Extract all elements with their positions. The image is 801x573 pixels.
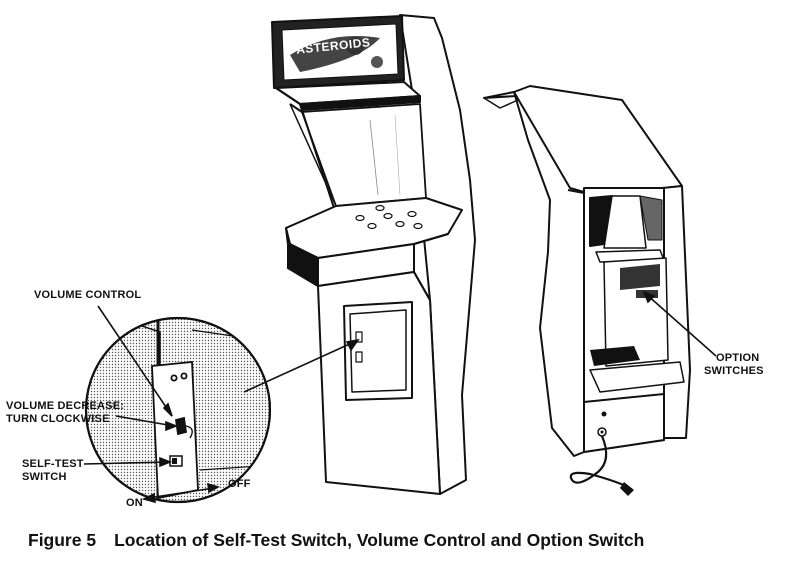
self-test-leader xyxy=(83,461,169,465)
option-switches-leader xyxy=(645,293,717,357)
volume-knob xyxy=(174,416,188,436)
volume-control-label: VOLUME CONTROL xyxy=(34,289,142,301)
volume-decrease-leader xyxy=(115,415,175,427)
volume-decrease-line1: VOLUME DECREASE: xyxy=(6,400,125,412)
self-test-line2: SWITCH xyxy=(22,471,67,483)
front-cabinet xyxy=(271,14,476,495)
figure-number: Figure 5 xyxy=(28,530,97,550)
on-label: ON xyxy=(126,497,143,509)
monitor-screen xyxy=(301,103,427,207)
volume-decrease-label: VOLUME DECREASE: TURN CLOCKWISE xyxy=(6,400,124,426)
front-cabinet-side-panel xyxy=(399,14,476,495)
inset-mounting-plate xyxy=(151,361,199,500)
self-test-label: SELF-TEST SWITCH xyxy=(22,458,84,484)
on-off-arrow xyxy=(147,487,215,499)
off-label: OFF xyxy=(228,478,251,490)
inset-to-coin-door-arrow xyxy=(243,341,355,393)
option-switches-line1: OPTION xyxy=(716,352,760,364)
option-switches-label: OPTION SWITCHES xyxy=(704,352,764,378)
self-test-line1: SELF-TEST xyxy=(22,458,84,470)
volume-control-leader xyxy=(97,305,173,417)
power-cord xyxy=(569,435,627,488)
figure-caption-text: Location of Self-Test Switch, Volume Con… xyxy=(114,530,645,550)
control-buttons xyxy=(355,204,423,230)
volume-decrease-line2: TURN CLOCKWISE xyxy=(6,413,110,425)
option-switches-line2: SWITCHES xyxy=(704,365,764,377)
leader-lines xyxy=(83,290,717,504)
figure-caption: Figure 5 Location of Self-Test Switch, Vo… xyxy=(28,530,644,551)
rear-cabinet xyxy=(483,85,691,496)
